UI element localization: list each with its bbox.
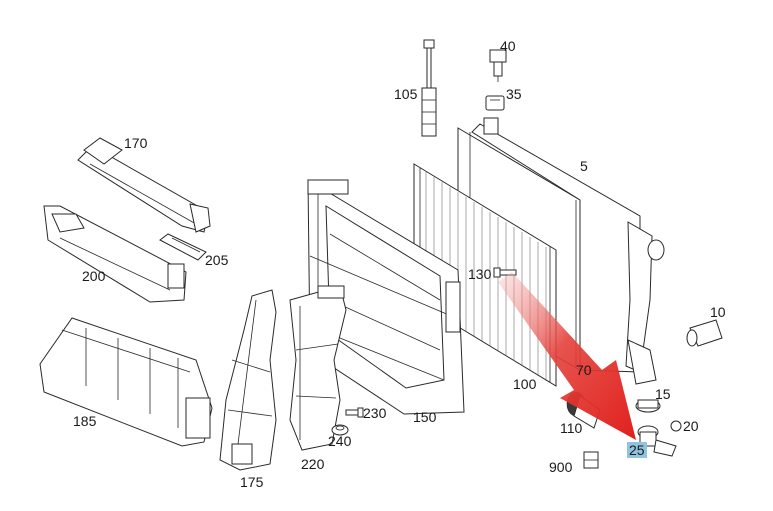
part-130-bolt	[493, 267, 517, 278]
label-part-170: 170	[124, 135, 148, 151]
label-part-10: 10	[710, 304, 726, 320]
part-150-frame	[307, 179, 465, 415]
label-part-105: 105	[394, 86, 418, 102]
label-part-900: 900	[549, 459, 573, 475]
label-part-230: 230	[363, 405, 387, 421]
label-part-150: 150	[413, 409, 437, 425]
label-part-185: 185	[73, 413, 97, 429]
part-100-condenser	[413, 163, 557, 387]
part-185-shroud	[39, 317, 213, 447]
part-205-grille	[159, 233, 207, 261]
part-15-cap	[635, 399, 661, 413]
label-part-5: 5	[580, 158, 588, 174]
label-part-25: 25	[627, 442, 647, 458]
part-170-cover	[77, 137, 211, 233]
part-20-nut	[670, 420, 682, 432]
part-200-member	[43, 205, 187, 303]
label-part-70: 70	[576, 362, 592, 378]
label-part-20: 20	[683, 418, 699, 434]
part-40-clip	[489, 49, 507, 82]
label-part-130: 130	[468, 266, 492, 282]
label-part-240: 240	[328, 433, 352, 449]
part-175-side-frame	[219, 289, 277, 471]
label-part-175: 175	[240, 474, 264, 490]
part-10-connector	[686, 319, 723, 347]
part-240-nut	[331, 424, 349, 436]
part-900-clip	[583, 451, 599, 469]
pointer-arrow	[498, 272, 636, 440]
label-part-220: 220	[301, 456, 325, 472]
part-230-screw	[345, 407, 364, 418]
label-part-35: 35	[506, 86, 522, 102]
label-part-205: 205	[205, 252, 229, 268]
part-220-side-frame	[289, 285, 347, 451]
label-part-15: 15	[655, 386, 671, 402]
label-part-110: 110	[560, 420, 583, 436]
label-part-100: 100	[513, 376, 537, 392]
part-105-rod	[421, 39, 437, 137]
label-part-40: 40	[500, 38, 516, 54]
part-35-bracket	[485, 95, 505, 111]
label-part-200: 200	[82, 268, 106, 284]
